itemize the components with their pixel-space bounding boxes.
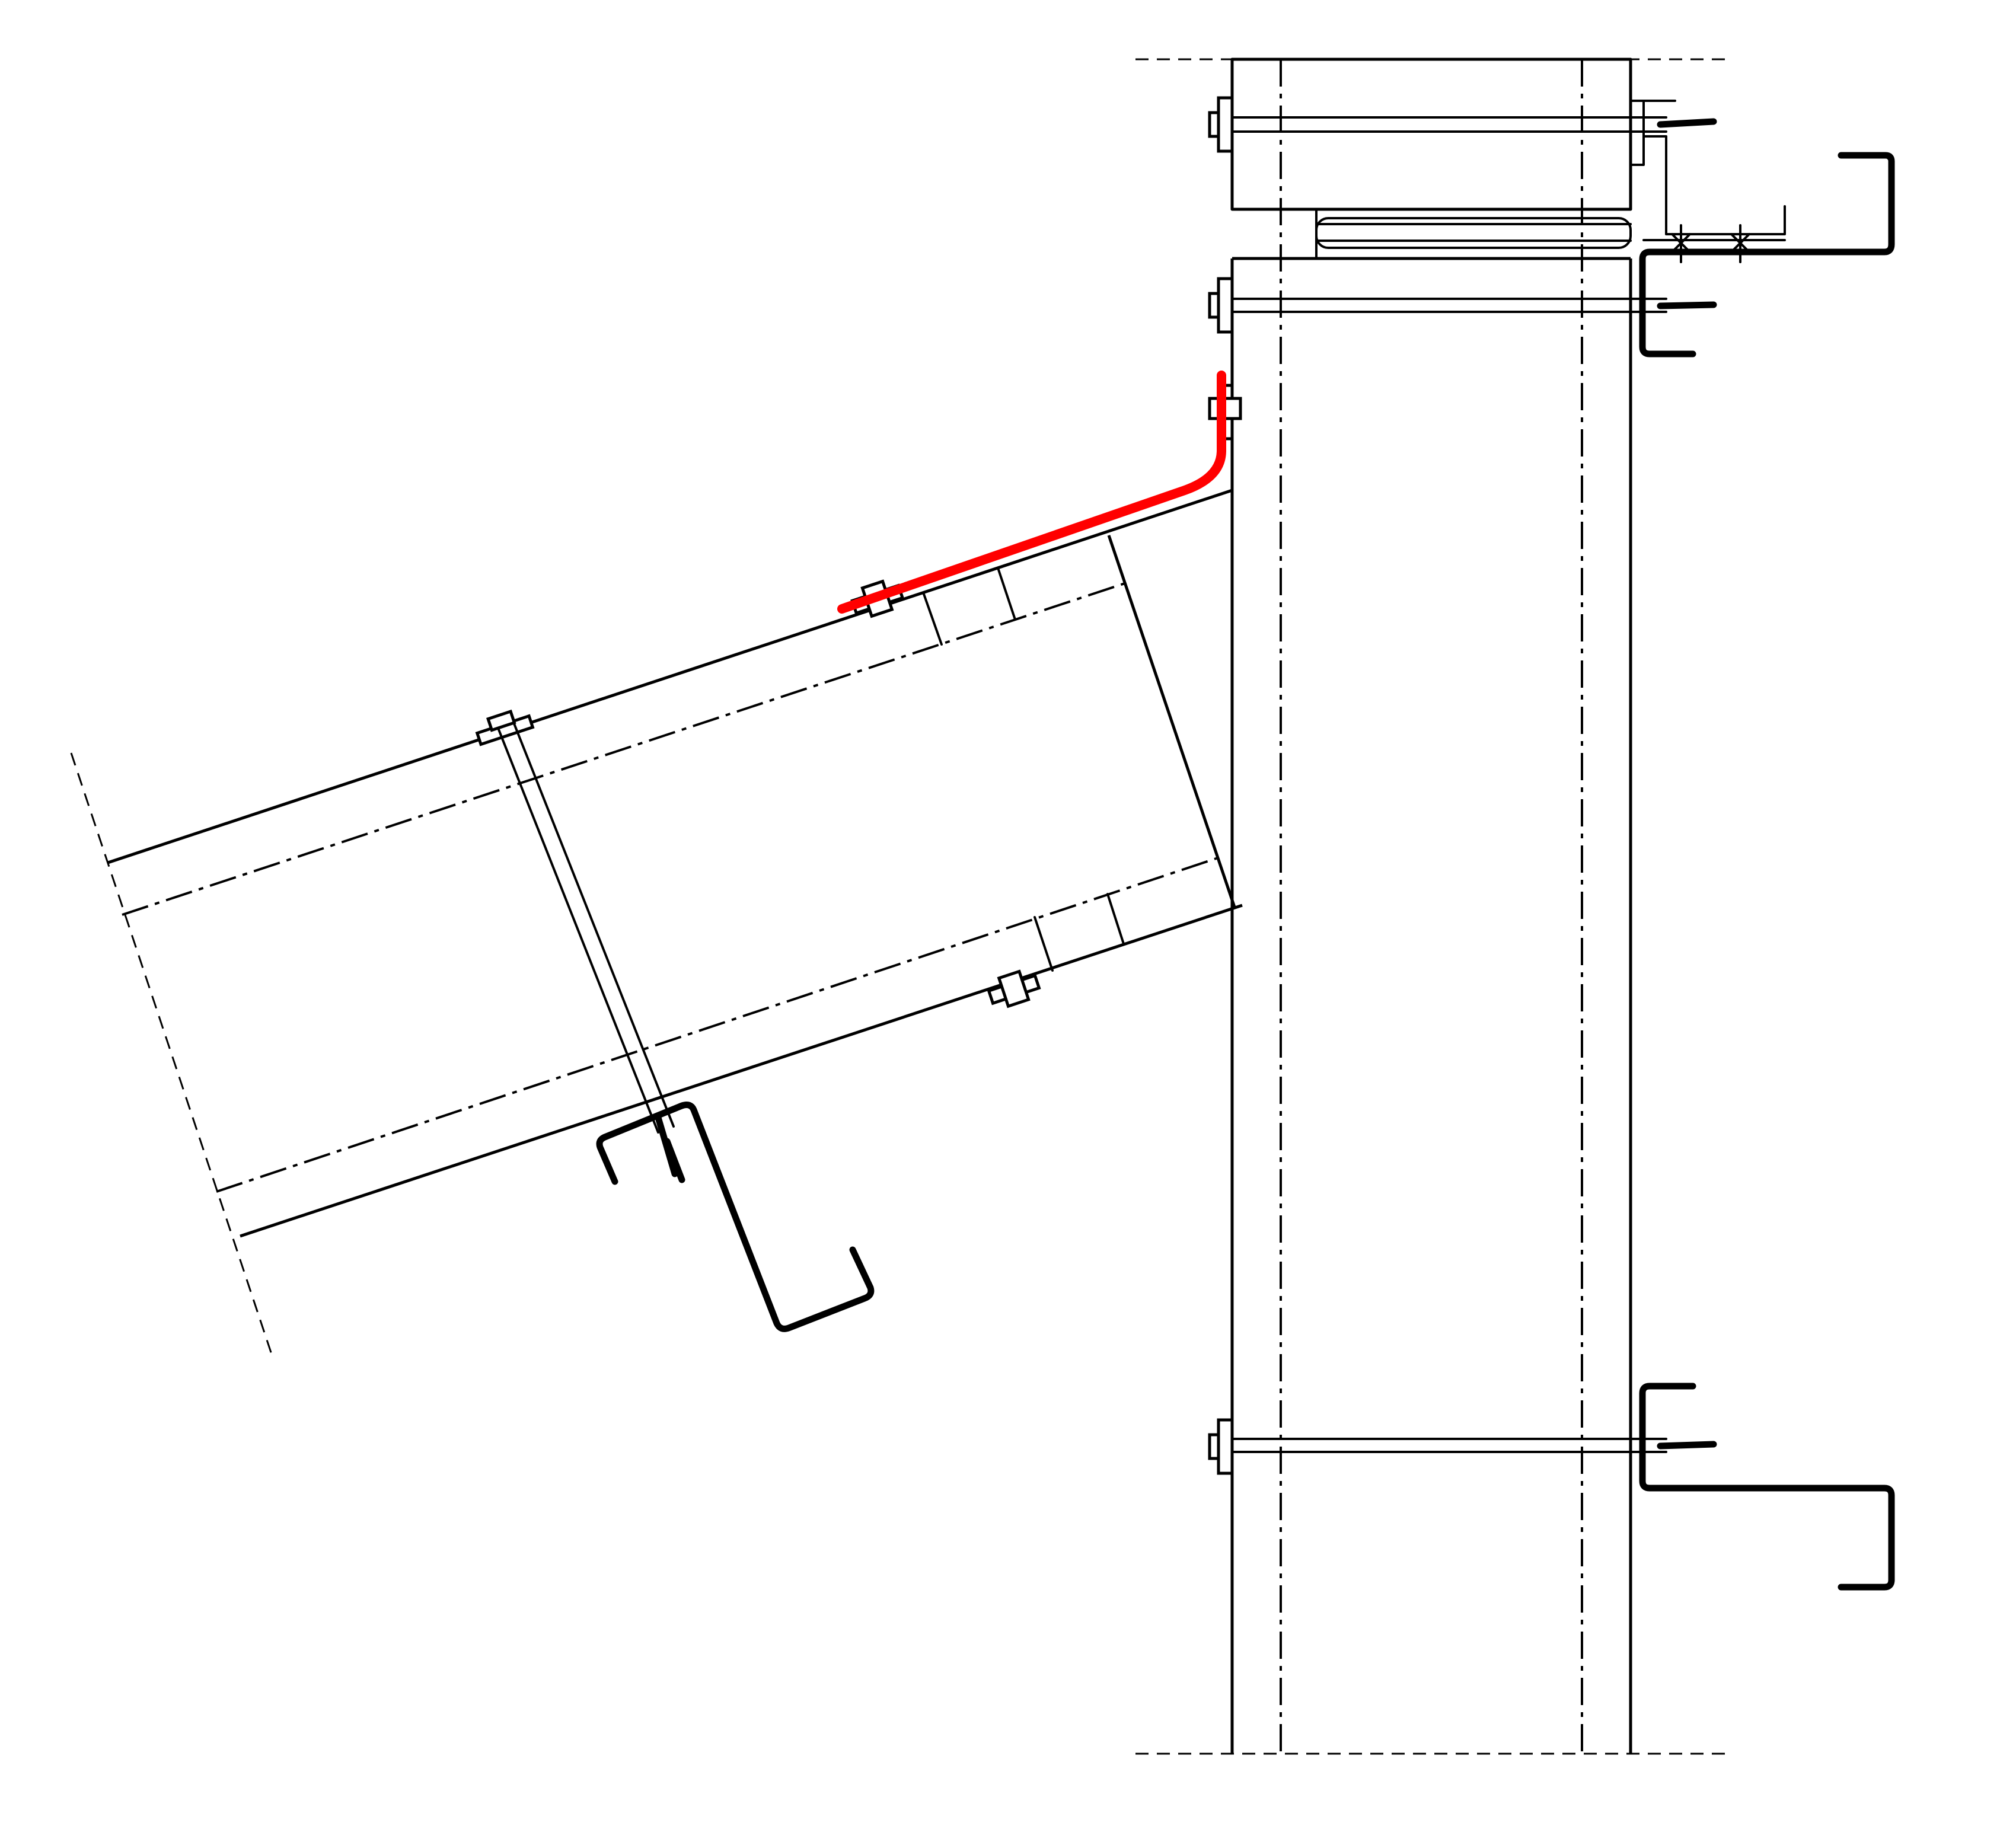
upper-c-purlin (1639, 152, 1895, 357)
beam-centerline-top (122, 582, 1127, 916)
beam-clip-lower (987, 969, 1041, 1008)
lower-c-purlin (1639, 1383, 1895, 1591)
upper-column-segment (1230, 58, 1632, 211)
vertical-column (1135, 58, 1895, 1755)
beam-z-purlin (596, 1102, 875, 1332)
through-bolt-3 (1208, 1418, 1717, 1475)
highlighted-flashing-bracket (837, 371, 1226, 614)
beam-bottom-face (240, 904, 1243, 1238)
top-stiffener (923, 567, 1016, 646)
inclined-beam (70, 489, 1243, 1358)
through-bolt-1 (1208, 96, 1717, 153)
beam-break-line (70, 752, 274, 1358)
beam-top-face (107, 489, 1233, 864)
beam-end-plate (1107, 535, 1236, 908)
hanger-rod (475, 709, 685, 1183)
dimension-ticks (1671, 224, 1750, 263)
lower-c-purlin-lip (1641, 1384, 1651, 1394)
beam-centerline-bottom (216, 856, 1222, 1193)
through-bolt-2 (1208, 277, 1717, 334)
column-joint (1315, 208, 1632, 260)
bottom-stiffener (1033, 893, 1125, 972)
upper-c-purlin-lip (1884, 154, 1894, 165)
